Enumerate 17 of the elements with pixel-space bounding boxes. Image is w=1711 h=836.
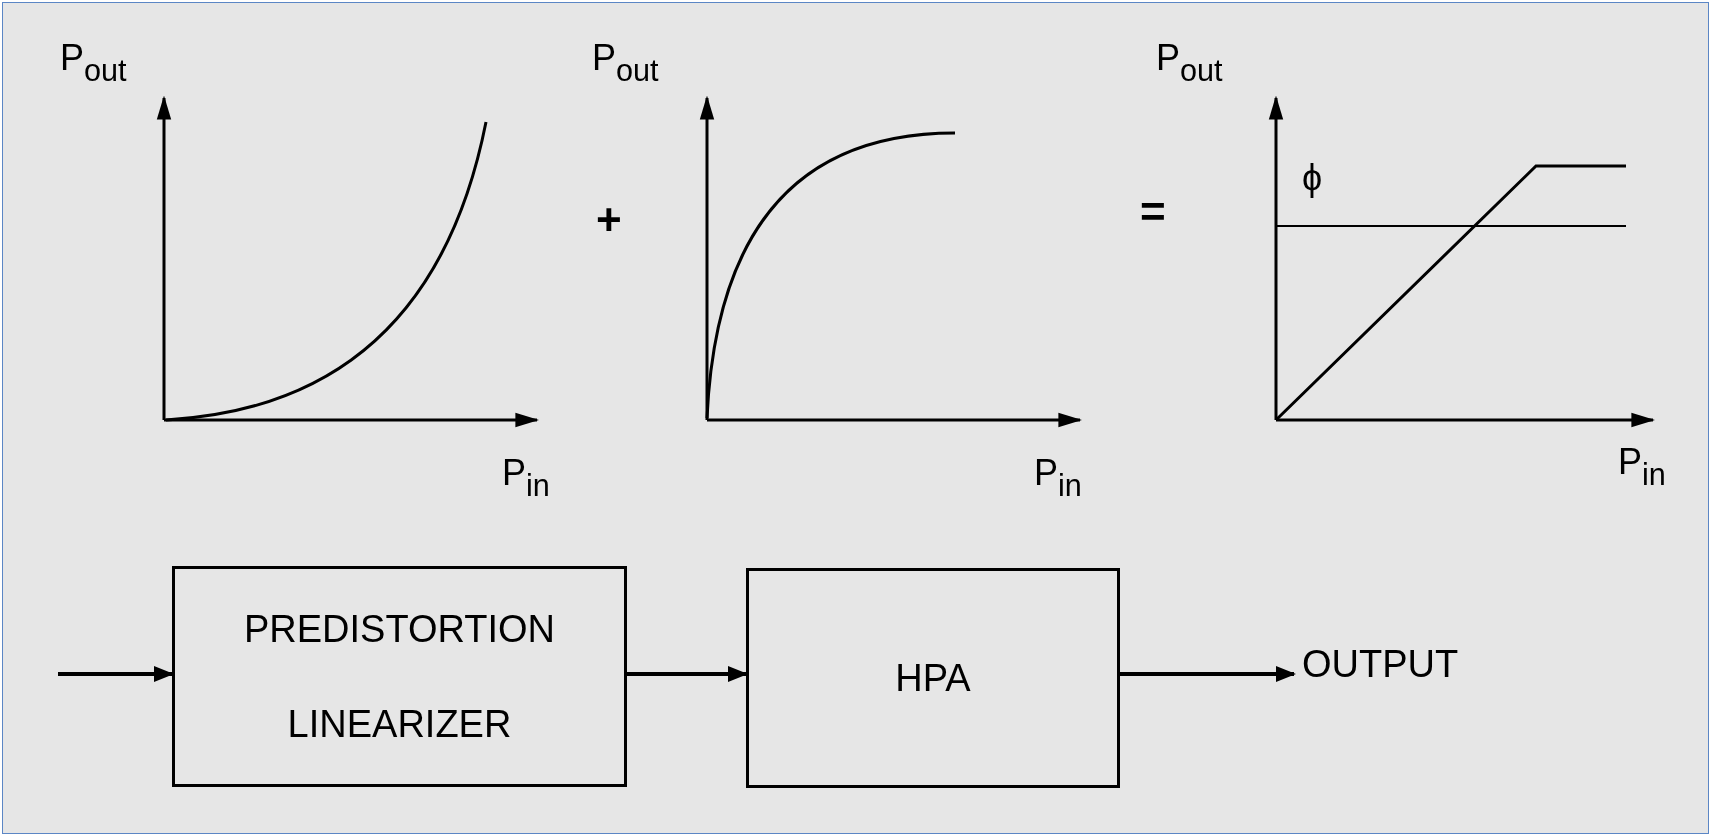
axis-label: P$_{out}$ (1156, 40, 1223, 86)
axis-label: P$_{out}$ (60, 40, 127, 86)
phase-symbol: ϕ (1302, 160, 1323, 196)
box-label: HPA (895, 655, 971, 701)
plus-sign: + (596, 198, 622, 242)
process-box (746, 568, 1120, 788)
arrow (1120, 666, 1296, 682)
axis-label: P$_{in}$ (1618, 444, 1666, 490)
box-label: PREDISTORTION LINEARIZER (242, 606, 557, 747)
axis-label: P$_{out}$ (592, 40, 659, 86)
arrow (58, 666, 174, 682)
equals-sign: = (1140, 190, 1166, 234)
process-box (172, 566, 627, 787)
axis-label: P$_{in}$ (1034, 455, 1082, 501)
arrow (627, 666, 748, 682)
output-label: OUTPUT (1302, 645, 1459, 683)
axis-label: P$_{in}$ (502, 455, 550, 501)
